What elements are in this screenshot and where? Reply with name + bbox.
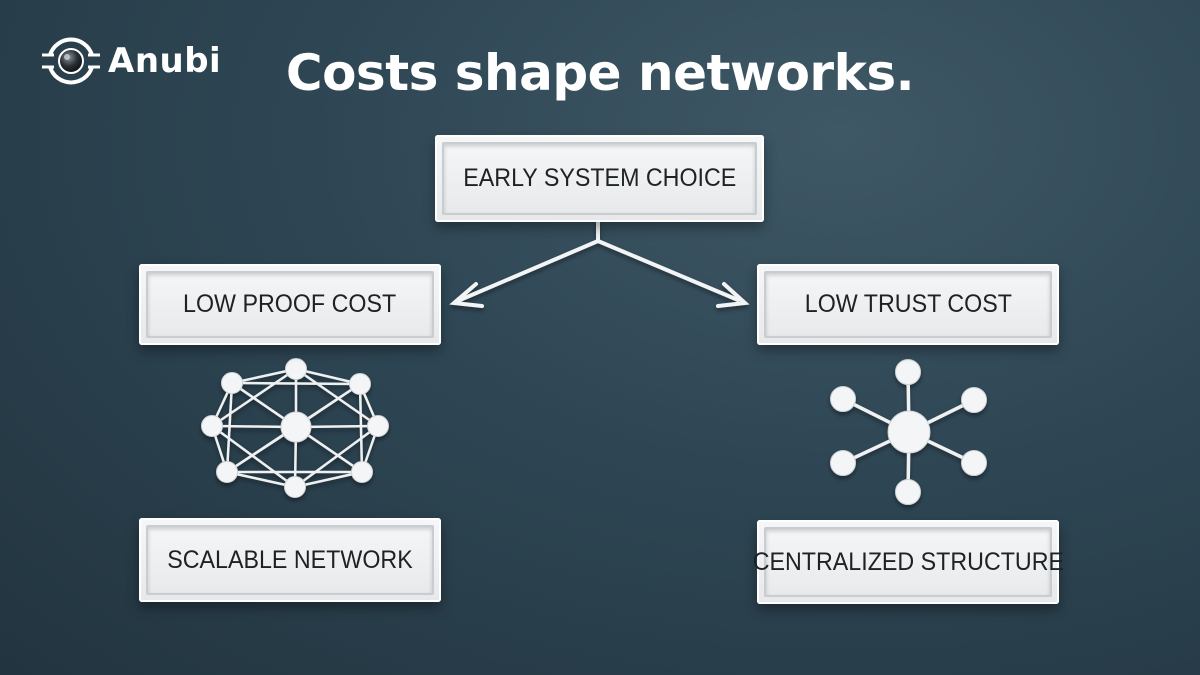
outcome-scalable-label: SCALABLE NETWORK: [167, 545, 413, 574]
page-title: Costs shape networks.: [285, 44, 915, 102]
arrow-right-line: [596, 239, 740, 302]
branch-trust-label: LOW TRUST COST: [804, 290, 1012, 318]
brand-name: Anubi: [108, 41, 222, 81]
arrow-right-head: [716, 282, 750, 308]
outcome-scalable-box: SCALABLE NETWORK: [139, 518, 441, 602]
root-node-box: EARLY SYSTEM CHOICE: [435, 135, 764, 222]
arrow-left-line: [458, 239, 600, 302]
hub-network-icon: [830, 359, 987, 505]
arrow-left-head: [449, 282, 484, 308]
root-node-label: EARLY SYSTEM CHOICE: [462, 164, 737, 192]
branch-proof-box: LOW PROOF COST: [139, 264, 441, 345]
brand-logo: Anubi: [40, 33, 221, 89]
anubi-logo-icon: [42, 37, 100, 85]
outcome-centralized-box: CENTRALIZED STRUCTURE: [752, 520, 1064, 604]
outcome-centralized-label: CENTRALIZED STRUCTURE: [752, 547, 1064, 576]
branch-proof-label: LOW PROOF COST: [183, 290, 397, 318]
mesh-network-icon: [201, 358, 389, 498]
branch-trust-box: LOW TRUST COST: [757, 264, 1059, 345]
